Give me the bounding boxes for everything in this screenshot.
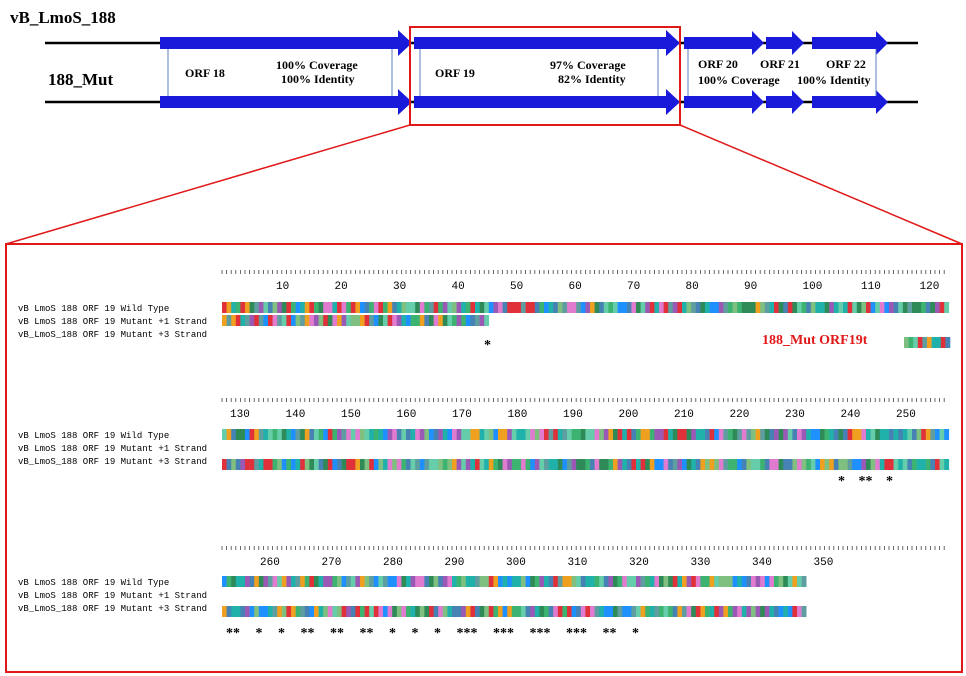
ruler-tick-label: 70 <box>627 281 641 293</box>
ruler-2 <box>221 398 945 402</box>
strip-wild-type-2 <box>222 429 950 440</box>
row-label-mutant-plus3-3: vB_LmoS_188 ORF 19 Mutant +3 Strand <box>18 604 208 614</box>
ruler-tick-label: 150 <box>341 409 361 421</box>
row-label-mutant-plus1-2: vB LmoS 188 ORF 19 Mutant +1 Strand <box>18 444 208 454</box>
orf22-bottom-arrow <box>812 90 888 114</box>
mutant-truncation-label: 188_Mut ORF19t <box>762 333 868 348</box>
ruler-tick-label: 200 <box>618 409 639 421</box>
orf22-name: ORF 22 <box>826 57 866 71</box>
ruler-tick-label: 210 <box>674 409 694 421</box>
ruler-tick-label: 10 <box>276 281 290 293</box>
orf19-name: ORF 19 <box>435 66 475 80</box>
ruler-tick-label: 350 <box>813 557 834 569</box>
ruler-tick-label: 250 <box>896 409 916 421</box>
ruler-tick-label: 170 <box>452 409 472 421</box>
strip-mutant-plus3-1 <box>904 337 951 348</box>
ruler-tick-label: 190 <box>563 409 583 421</box>
ruler-tick-label: 40 <box>451 281 465 293</box>
ruler-tick-label: 160 <box>396 409 417 421</box>
difference-stars-2: * ** * <box>838 474 893 489</box>
orf18-coverage: 100% Coverage <box>276 58 358 72</box>
ruler-tick-label: 220 <box>729 409 750 421</box>
alignment-strips <box>222 302 951 617</box>
orf18-top-arrow <box>160 30 412 56</box>
strip-mutant-plus3-3 <box>222 606 807 617</box>
strip-wild-type-3 <box>222 576 807 587</box>
ruler-tick-label: 80 <box>685 281 699 293</box>
row-label-wild-type-2: vB LmoS 188 ORF 19 Wild Type <box>18 431 170 441</box>
orf20-top-arrow <box>684 31 764 55</box>
zoom-box <box>409 26 681 126</box>
orf19-coverage: 97% Coverage <box>550 58 626 72</box>
ruler-tick-label: 60 <box>568 281 582 293</box>
ruler-tick-label: 90 <box>744 281 758 293</box>
zoom-connector-right <box>679 124 963 245</box>
homology-connectors <box>167 49 877 96</box>
orf19-identity: 82% Identity <box>558 72 626 86</box>
orf18-identity: 100% Identity <box>281 72 355 86</box>
ruler-tick-label: 290 <box>444 557 465 569</box>
orf19-bottom-arrow <box>414 89 680 115</box>
orf21-name: ORF 21 <box>760 57 800 71</box>
ruler-3 <box>221 546 945 550</box>
ruler-tick-label: 120 <box>919 281 940 293</box>
alignment-rulers <box>221 270 945 550</box>
orf22-identity: 100% Identity <box>797 73 871 87</box>
row-label-mutant-plus3: vB_LmoS_188 ORF 19 Mutant +3 Strand <box>18 330 208 340</box>
zoom-connector-left <box>5 124 411 245</box>
ruler-tick-label: 240 <box>840 409 861 421</box>
ruler-tick-label: 100 <box>802 281 823 293</box>
ruler-tick-label: 330 <box>690 557 711 569</box>
row-label-mutant-plus1-3: vB LmoS 188 ORF 19 Mutant +1 Strand <box>18 591 208 601</box>
ruler-tick-label: 130 <box>230 409 250 421</box>
row-label-mutant-plus1: vB LmoS 188 ORF 19 Mutant +1 Strand <box>18 317 208 327</box>
ruler-tick-label: 180 <box>507 409 528 421</box>
strip-mutant-plus3-2 <box>222 459 950 470</box>
orf20-name: ORF 20 <box>698 57 738 71</box>
orf20-bottom-arrow <box>684 90 764 114</box>
ruler-tick-label: 300 <box>506 557 526 569</box>
orf18-name: ORF 18 <box>185 66 225 80</box>
ruler-tick-label: 140 <box>285 409 306 421</box>
difference-stars-1: * <box>484 338 491 353</box>
ruler-tick-label: 320 <box>629 557 649 569</box>
ruler-tick-label: 310 <box>567 557 588 569</box>
genome-label-top: vB_LmoS_188 <box>10 8 116 27</box>
alignment-frame <box>5 243 963 673</box>
ruler-1 <box>221 270 945 274</box>
ruler-tick-label: 230 <box>785 409 805 421</box>
ruler-tick-label: 30 <box>393 281 407 293</box>
ruler-tick-label: 340 <box>752 557 772 569</box>
ruler-tick-label: 50 <box>510 281 524 293</box>
orf19-top-arrow <box>414 30 680 56</box>
genome-label-bottom: 188_Mut <box>48 70 114 89</box>
ruler-tick-label: 270 <box>321 557 342 569</box>
orf21-bottom-arrow <box>766 90 804 114</box>
ruler-tick-label: 280 <box>383 557 403 569</box>
ruler-tick-label: 260 <box>260 557 280 569</box>
orf18-bottom-arrow <box>160 89 412 115</box>
difference-stars-3: ** * * ** ** ** * * * *** *** *** *** **… <box>226 626 639 641</box>
strip-wild-type-1 <box>222 302 950 313</box>
orf21-top-arrow <box>766 31 804 55</box>
ruler-tick-label: 110 <box>861 281 881 293</box>
orf22-top-arrow <box>812 31 888 55</box>
strip-mutant-plus1-1 <box>222 315 490 326</box>
row-label-wild-type-3: vB LmoS 188 ORF 19 Wild Type <box>18 578 170 588</box>
row-label-wild-type: vB LmoS 188 ORF 19 Wild Type <box>18 304 170 314</box>
orf20-coverage: 100% Coverage <box>698 73 780 87</box>
ruler-tick-label: 20 <box>334 281 348 293</box>
row-label-mutant-plus3-2: vB_LmoS_188 ORF 19 Mutant +3 Strand <box>18 457 208 467</box>
